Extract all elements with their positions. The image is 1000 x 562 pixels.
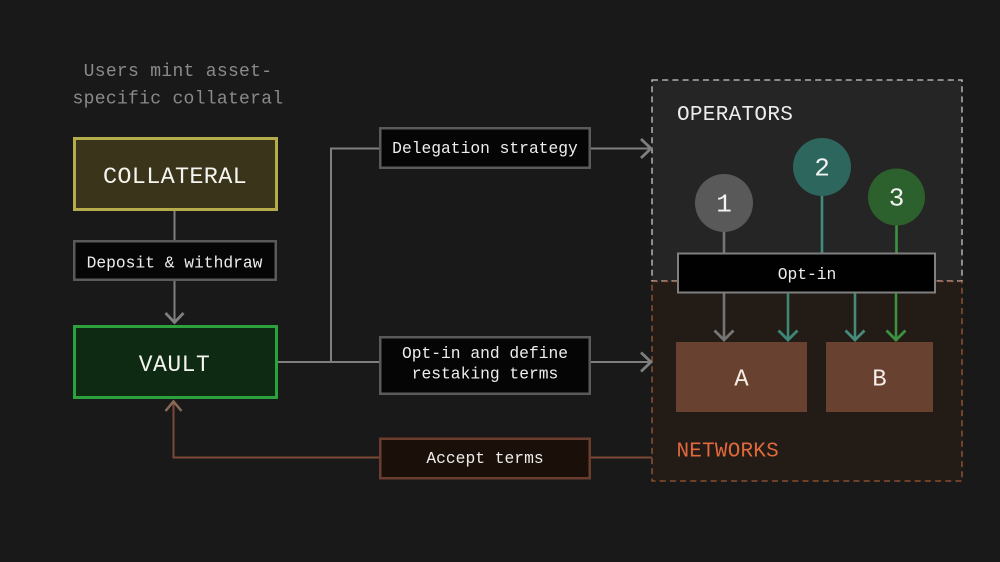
svg-text:Opt-in and define: Opt-in and define [402, 344, 568, 363]
svg-text:2: 2 [814, 153, 830, 183]
svg-text:VAULT: VAULT [139, 352, 211, 378]
svg-text:A: A [734, 367, 749, 394]
svg-text:Users mint asset-: Users mint asset- [84, 62, 273, 82]
svg-text:specific collateral: specific collateral [73, 90, 284, 110]
svg-text:Delegation strategy: Delegation strategy [392, 139, 578, 158]
svg-text:3: 3 [889, 183, 905, 213]
svg-text:Deposit & withdraw: Deposit & withdraw [87, 253, 263, 272]
svg-text:Opt-in: Opt-in [778, 265, 837, 284]
svg-text:1: 1 [716, 189, 732, 219]
svg-text:B: B [872, 367, 886, 394]
svg-text:COLLATERAL: COLLATERAL [103, 164, 247, 191]
svg-text:Accept terms: Accept terms [426, 449, 543, 468]
svg-text:NETWORKS: NETWORKS [677, 441, 779, 464]
svg-text:restaking terms: restaking terms [412, 364, 559, 383]
svg-text:OPERATORS: OPERATORS [677, 104, 793, 127]
